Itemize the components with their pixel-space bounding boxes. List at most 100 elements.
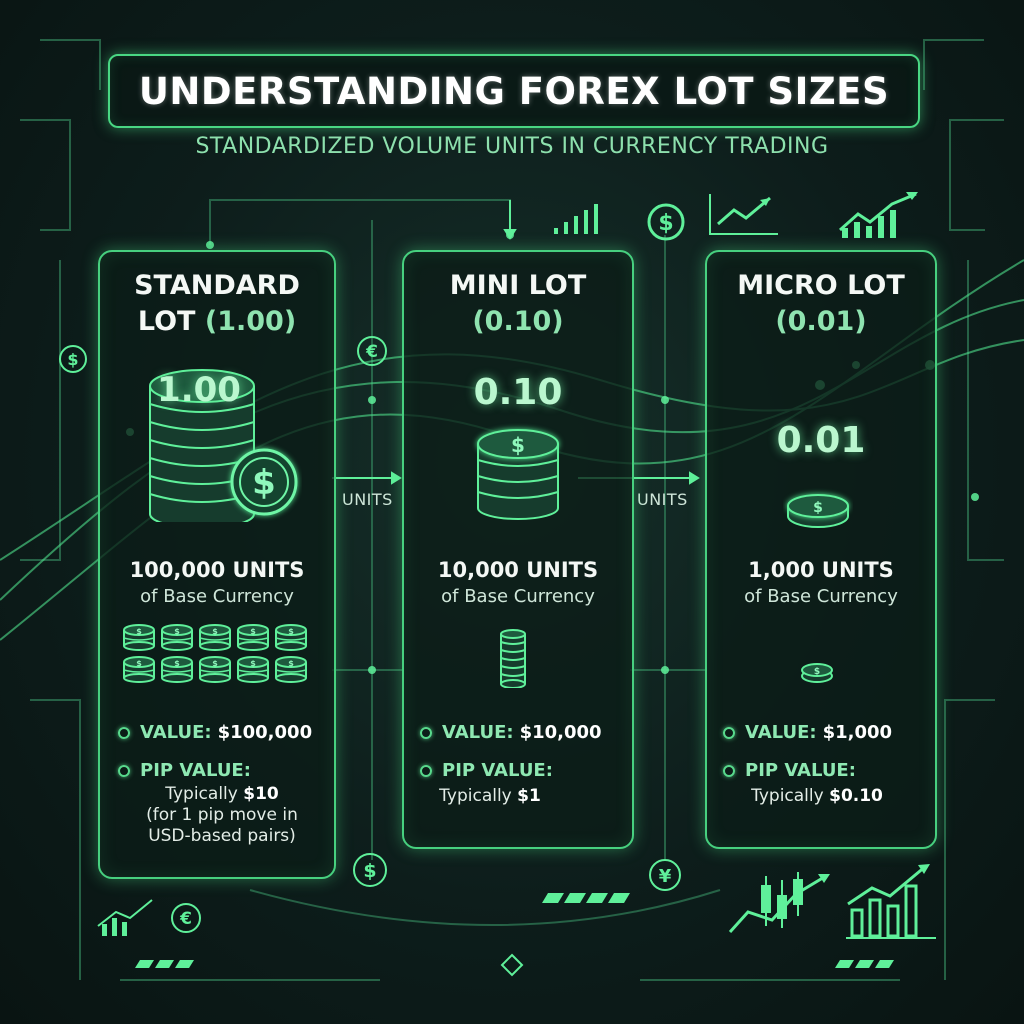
mini-coin-stack-icon: $ [123,624,155,651]
dollar-icon: $ [647,203,685,241]
units-label: 100,000 UNITS [129,558,305,582]
svg-text:$: $ [250,627,256,636]
mini-coin-stack-icon: $ [161,656,193,683]
page-title: UNDERSTANDING FOREX LOT SIZES [138,69,890,113]
pip-amount: $1 [517,786,541,806]
mini-coin-stack-icon: $ [237,624,269,651]
units-label: 10,000 UNITS [437,558,599,582]
svg-text:$: $ [288,627,294,636]
bullet-icon [723,764,735,777]
pip-typically: Typically [439,786,512,806]
pip-amount: $10 [243,784,279,804]
bullet-icon [420,726,432,739]
svg-text:€: € [365,342,378,362]
candlestick-chart-icon [728,872,830,934]
card-title-paren: (0.01) [775,306,867,337]
coin-small-icon: $ [801,663,833,683]
bullet-icon [118,764,130,777]
svg-text:$: $ [252,463,276,503]
trend-chart-icon [839,192,918,238]
value-label: VALUE: [140,722,212,743]
connector-label-units: UNITS [637,490,688,509]
bullet-icon [118,726,130,739]
pip-description: Typically $0.10 [737,786,897,807]
mini-coin-stack-icon: $ [275,624,307,651]
value-row: VALUE: $1,000 [723,722,892,743]
value-label: VALUE: [745,722,817,743]
svg-text:€: € [179,909,192,929]
card-mini-lot: MINI LOT (0.10) 0.10 $ 10,000 UNITS of B… [402,250,634,849]
svg-text:¥: ¥ [659,866,672,887]
card-title-line2: LOT (1.00) [100,306,334,337]
yen-icon: ¥ [649,859,681,891]
card-title: MINI LOT [449,270,587,301]
svg-text:$: $ [511,433,525,457]
svg-text:$: $ [363,860,376,882]
pip-typically: Typically [165,784,238,804]
bar-chart-icon [554,204,598,234]
units-label: 1,000 UNITS [748,558,894,582]
pip-label: PIP VALUE: [140,760,251,781]
pip-note-line1: (for 1 pip move in [146,805,298,825]
value-label: VALUE: [442,722,514,743]
coin-stack-small-icon [500,629,526,688]
svg-text:$: $ [814,667,820,677]
trend-chart-icon [709,194,778,235]
pip-description: Typically $1 [420,786,560,807]
base-currency-label: of Base Currency [744,586,898,607]
coin-stack-icon: $ [477,429,559,520]
svg-text:$: $ [174,627,180,636]
pip-label: PIP VALUE: [745,760,856,781]
value-amount: $10,000 [519,722,602,743]
coin-number: 0.01 [776,420,866,461]
svg-text:$: $ [67,350,78,369]
bar-chart-icon [846,864,936,939]
pip-row: PIP VALUE: [118,760,257,781]
svg-text:$: $ [174,659,180,668]
card-title: MICRO LOT [737,270,905,301]
svg-text:$: $ [136,627,142,636]
base-currency-label: of Base Currency [441,586,595,607]
bullet-icon [723,726,735,739]
svg-text:$: $ [288,659,294,668]
card-title-paren: (0.10) [472,306,564,337]
pip-label: PIP VALUE: [442,760,553,781]
card-title-paren: (1.00) [204,306,297,337]
svg-text:$: $ [813,500,823,516]
coin-icon: $ [787,494,849,528]
connector-label-units: UNITS [342,490,393,509]
svg-text:$: $ [250,659,256,668]
pip-typically: Typically [751,786,824,806]
dollar-icon: $ [59,345,87,373]
card-title-lot: LOT [137,306,196,337]
trend-chart-icon [97,899,153,936]
mini-coin-stack-icon: $ [123,656,155,683]
base-currency-label: of Base Currency [140,586,294,607]
value-amount: $1,000 [822,722,893,743]
svg-text:$: $ [658,211,673,236]
pip-description: Typically $10 (for 1 pip move in USD-bas… [122,784,322,847]
pip-row: PIP VALUE: [723,760,862,781]
value-row: VALUE: $10,000 [420,722,602,743]
pip-amount: $0.10 [829,786,883,806]
pip-note-line2: USD-based pairs) [148,826,296,846]
card-title: STANDARD [134,270,300,301]
mini-coin-stack-icon: $ [275,656,307,683]
mini-coin-stack-icon: $ [161,624,193,651]
dollar-icon: $ [353,853,387,887]
title-box: UNDERSTANDING FOREX LOT SIZES [108,54,920,128]
bullet-icon [420,764,432,777]
coin-stack-icon: $ [149,369,298,522]
euro-icon: € [171,903,201,933]
card-micro-lot: MICRO LOT (0.01) 0.01 $ 1,000 UNITS of B… [705,250,937,849]
mini-coin-stack-icon: $ [199,656,231,683]
coin-number: 0.10 [473,372,563,413]
pip-row: PIP VALUE: [420,760,559,781]
card-standard-lot: STANDARD LOT (1.00) $ 1.00 100,000 UNITS… [98,250,336,879]
svg-text:$: $ [212,627,218,636]
svg-text:$: $ [212,659,218,668]
coin-stacks-grid-icon: $ $ $ $ $ $ $ $ $ $ [123,624,307,683]
euro-icon: € [357,336,387,366]
mini-coin-stack-icon: $ [237,656,269,683]
coin-number: 1.00 [157,370,241,410]
